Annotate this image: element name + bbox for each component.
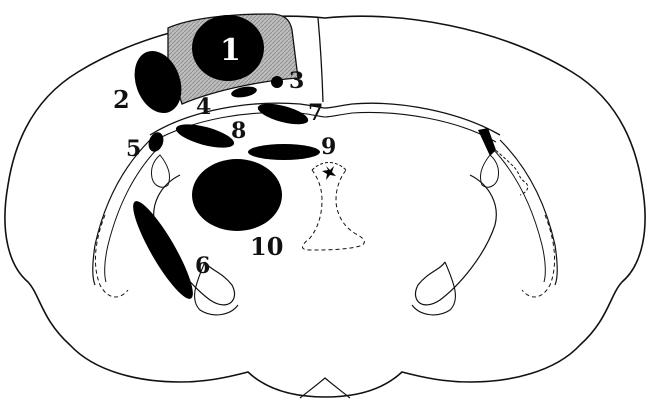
label-1: 1 <box>220 33 241 68</box>
hippocampus-right-lower <box>412 262 455 315</box>
midline-fissure <box>318 18 323 102</box>
label-7: 7 <box>308 100 323 126</box>
third-ventricle <box>303 170 365 250</box>
label-3: 3 <box>289 68 304 94</box>
third-ventricle-top <box>312 163 346 171</box>
region-6-ellipse <box>125 196 202 305</box>
brain-outline <box>5 16 645 397</box>
region-9-ellipse <box>248 144 320 160</box>
label-2: 2 <box>113 85 130 114</box>
dashed-boundary-left <box>95 215 128 297</box>
right-dark-mark <box>478 128 496 156</box>
dashed-boundary-right <box>522 215 555 297</box>
midline-star-mark <box>322 166 336 180</box>
label-9: 9 <box>321 134 336 160</box>
label-5: 5 <box>126 136 141 162</box>
ventricle-right <box>480 155 498 187</box>
label-6: 6 <box>195 253 210 279</box>
hippocampus-right <box>415 175 496 305</box>
region-3-dot <box>271 76 283 88</box>
region-5-ellipse <box>146 130 166 154</box>
ventricle-left <box>151 155 169 187</box>
region-10-ellipse <box>192 159 282 231</box>
ventral-notch <box>300 378 350 398</box>
label-8: 8 <box>231 118 246 144</box>
external-capsule-right-inner <box>492 148 545 282</box>
region-8-ellipse <box>174 120 237 153</box>
label-10: 10 <box>250 232 283 261</box>
label-4: 4 <box>196 94 211 120</box>
